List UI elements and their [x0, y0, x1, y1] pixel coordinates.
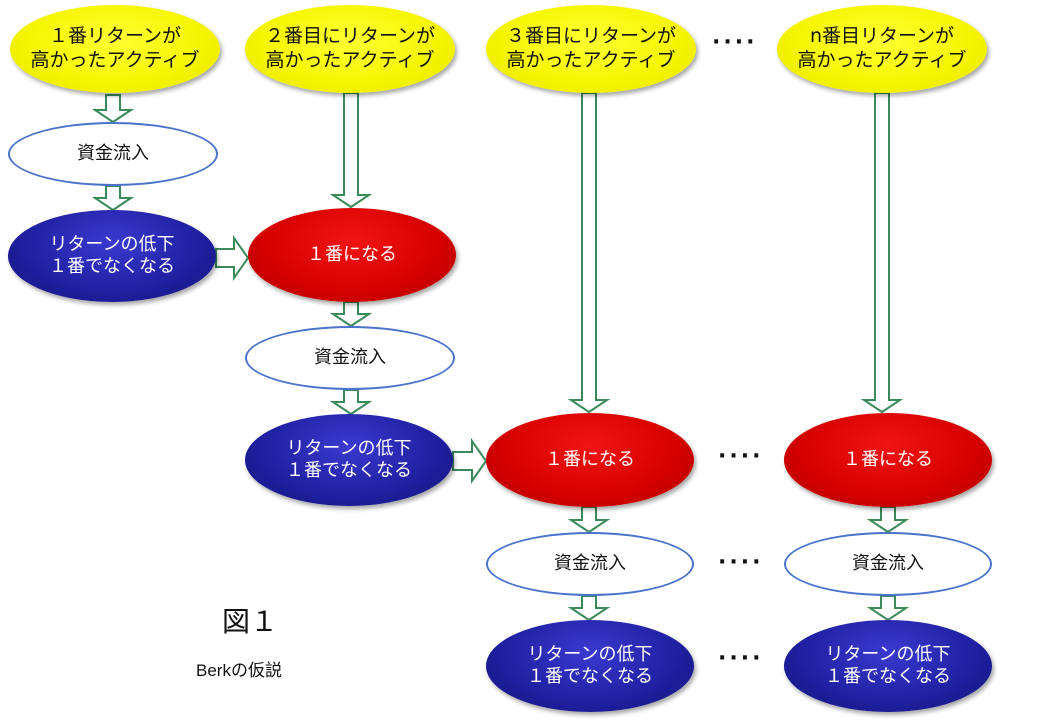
decline-line: １番でなくなる [49, 256, 175, 277]
header-node-3: ３番目にリターンが高かったアクティブ [486, 5, 696, 93]
decline-line: リターンの低下 [286, 437, 412, 459]
figure-label: 図１ [222, 605, 279, 638]
header-line: １番リターンが [48, 25, 182, 48]
first-node-n: １番になる [784, 413, 992, 507]
decline-line: １番でなくなる [286, 460, 412, 481]
decline-line: リターンの低下 [49, 233, 175, 255]
first-label: １番になる [843, 448, 933, 470]
inflow-node-3: 資金流入 [486, 532, 694, 596]
arrow-down-inflow3-decline [567, 595, 611, 622]
first-label: １番になる [307, 243, 397, 265]
header-line: 高かったアクティブ [506, 49, 676, 71]
header-node-2: ２番目にリターンが高かったアクティブ [245, 5, 455, 93]
arrow-down-header1-inflow [91, 94, 135, 124]
inflow-label: 資金流入 [554, 552, 626, 574]
inflow-node-2: 資金流入 [245, 326, 455, 390]
first-node-3: １番になる [486, 413, 694, 507]
figure-caption: Berkの仮説 [196, 661, 282, 680]
inflow-node-n: 資金流入 [784, 532, 992, 596]
ellipsis-header: ···· [712, 30, 758, 55]
decline-line: リターンの低下 [825, 643, 951, 665]
arrow-down-firstn-inflow [866, 506, 910, 534]
arrow-down-header2-first [329, 92, 373, 209]
decline-line: １番でなくなる [825, 666, 951, 687]
header-node-1: １番リターンが高かったアクティブ [10, 5, 220, 93]
arrow-down-inflow1-decline [91, 185, 135, 212]
first-node-2: １番になる [248, 208, 456, 302]
header-line: 高かったアクティブ [797, 49, 967, 71]
inflow-label: 資金流入 [314, 346, 386, 368]
header-line: ２番目にリターンが [264, 25, 436, 48]
ellipsis-first: ···· [718, 444, 764, 469]
arrow-down-first2-inflow [329, 301, 373, 328]
decline-line: リターンの低下 [527, 643, 653, 665]
inflow-label: 資金流入 [77, 142, 149, 164]
inflow-label: 資金流入 [852, 552, 924, 574]
inflow-node-1: 資金流入 [8, 122, 218, 186]
arrow-down-inflow2-decline [329, 389, 373, 416]
header-line-text: n番目リターンが [809, 25, 955, 48]
header-line: 高かったアクティブ [30, 49, 200, 71]
ellipsis-inflow: ···· [718, 550, 764, 575]
header-line: 高かったアクティブ [265, 49, 435, 71]
header-line: n番目リターンが [798, 25, 967, 49]
arrow-right-decline1-first2 [215, 234, 250, 282]
arrow-down-headern-first [860, 92, 904, 414]
ellipsis-decline: ···· [718, 646, 764, 671]
arrow-right-decline2-first3 [452, 437, 488, 485]
arrow-down-inflown-decline [866, 595, 910, 622]
arrow-down-header3-first [567, 92, 611, 414]
header-line: ３番目にリターンが [505, 25, 677, 48]
first-label: １番になる [545, 448, 635, 470]
header-node-n: n番目リターンが高かったアクティブ [777, 5, 987, 93]
decline-line: １番でなくなる [527, 666, 653, 687]
arrow-down-first3-inflow [567, 506, 611, 534]
